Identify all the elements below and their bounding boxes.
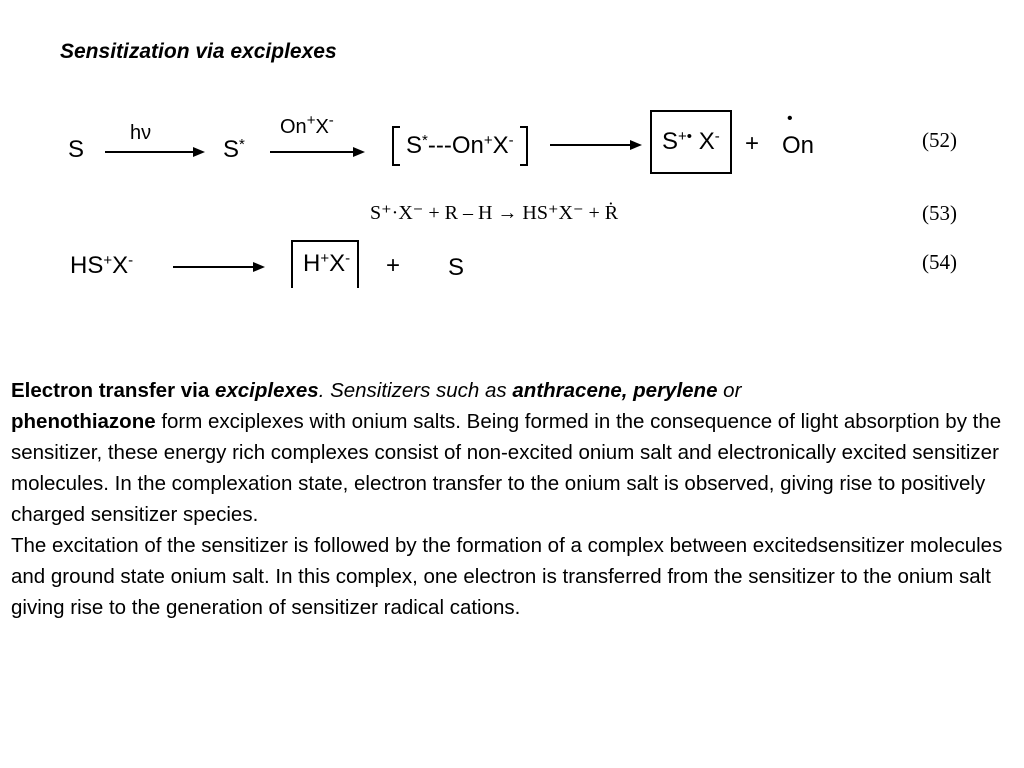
eq52-product-box: S+• X- — [650, 110, 732, 174]
page-title: Sensitization via exciplexes — [60, 40, 337, 63]
eq54-product: S — [448, 254, 465, 281]
p2-text: The excitation of the sensitizer is foll… — [11, 534, 1003, 619]
p1-bold-italic-compounds: anthracene, perylene — [512, 379, 718, 402]
left-bracket — [392, 126, 400, 166]
p1-italic-or: or — [717, 379, 742, 402]
eq52-arrow3-icon — [550, 140, 642, 150]
eq52-arrow2-label: On+X- — [280, 111, 334, 138]
eq54-product-box: H+X- — [291, 240, 359, 288]
eq52-reactant: S — [68, 136, 85, 163]
eq54-number: (54) — [922, 250, 957, 274]
radical-dot: • — [787, 110, 793, 127]
eq54-reactant: HS+X- — [70, 251, 134, 279]
eq52-plus: + — [745, 130, 760, 157]
equation-52: S hν S* On+X- S*---On+X- S+• X- + • On (… — [0, 110, 1024, 174]
eq52-number: (52) — [922, 128, 957, 152]
eq52-complex: S*---On+X- — [392, 126, 528, 166]
p1-bold-italic-exciplexes: exciplexes — [214, 379, 319, 402]
equation-53: S⁺·X⁻ + R – H → HS⁺X⁻ + Ṙ (53) — [0, 198, 1024, 248]
eq54-plus: + — [386, 252, 401, 279]
body-text: Electron transfer via exciplexes. Sensit… — [11, 375, 1016, 623]
eq52-arrow1-label: hν — [130, 122, 152, 144]
p1-italic-sensitizers: . Sensitizers such as — [318, 379, 513, 402]
eq54-arrow-icon — [173, 262, 265, 272]
eq52-radical: • On — [782, 110, 815, 159]
p1-bold-phenothiazone: phenothiazone — [11, 410, 156, 433]
p1-bold-intro: Electron transfer via — [11, 379, 215, 402]
eq53-number: (53) — [922, 201, 957, 225]
p1-rest: form exciplexes with onium salts. Being … — [11, 410, 1002, 526]
eq52-excited: S* — [223, 135, 245, 163]
eq53-text: S⁺·X⁻ + R – H → HS⁺X⁻ + Ṙ — [370, 202, 619, 224]
equation-54: HS+X- H+X- + S (54) — [0, 240, 1024, 294]
eq52-arrow2-icon — [270, 147, 365, 157]
right-bracket — [519, 126, 528, 166]
eq52-arrow1-icon — [105, 147, 205, 157]
